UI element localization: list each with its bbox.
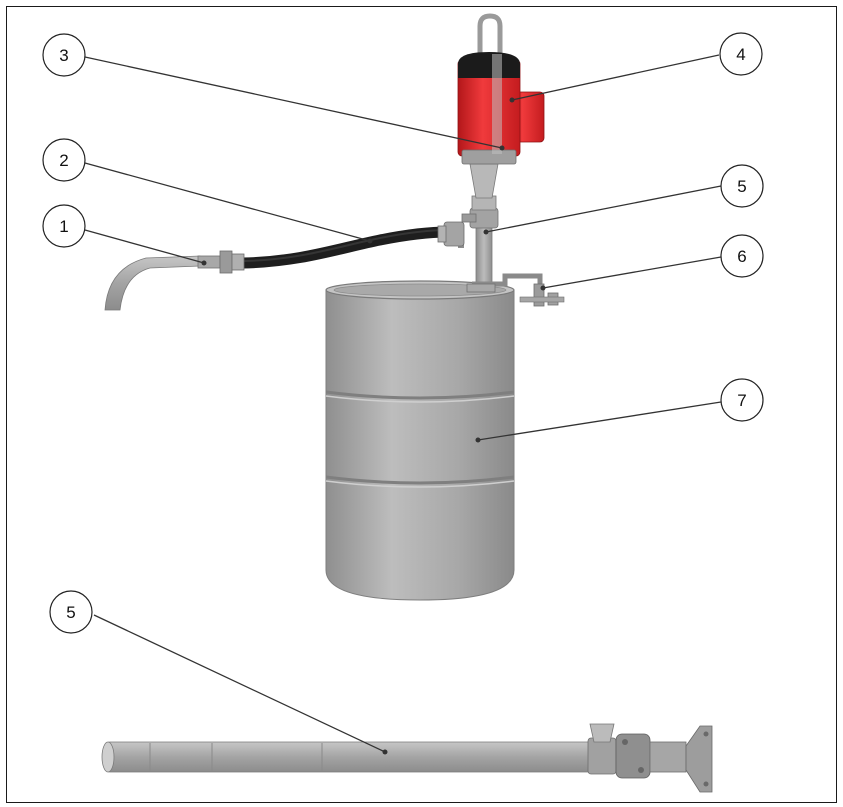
leader-4 — [511, 54, 720, 101]
leader-1 — [84, 229, 205, 264]
leader-5a — [485, 185, 722, 233]
motor — [457, 13, 545, 165]
callout-5-bottom: 5 — [49, 590, 93, 634]
svg-text:5: 5 — [66, 603, 75, 622]
drum — [325, 280, 515, 601]
pump-tube-detail — [101, 723, 713, 793]
callout-2: 2 — [42, 138, 86, 182]
callout-3: 3 — [42, 33, 86, 77]
callout-4: 4 — [719, 32, 763, 76]
svg-text:6: 6 — [737, 247, 746, 266]
leader-5b — [93, 614, 386, 753]
hose — [237, 221, 465, 269]
callout-5-top: 5 — [720, 164, 764, 208]
svg-text:1: 1 — [59, 217, 68, 236]
callout-6: 6 — [720, 234, 764, 278]
leader-lines — [84, 54, 722, 753]
svg-text:5: 5 — [737, 177, 746, 196]
nozzle-outlet — [104, 250, 245, 311]
leader-7 — [477, 401, 722, 441]
bung-adapter — [466, 273, 565, 307]
svg-text:4: 4 — [736, 45, 745, 64]
svg-text:2: 2 — [59, 151, 68, 170]
callout-7: 7 — [720, 378, 764, 422]
leader-2 — [84, 162, 371, 242]
svg-text:7: 7 — [737, 391, 746, 410]
leader-dots — [201, 97, 546, 755]
callout-1: 1 — [42, 204, 86, 248]
svg-text:3: 3 — [59, 46, 68, 65]
leader-3 — [84, 56, 503, 149]
leader-6 — [542, 256, 722, 289]
